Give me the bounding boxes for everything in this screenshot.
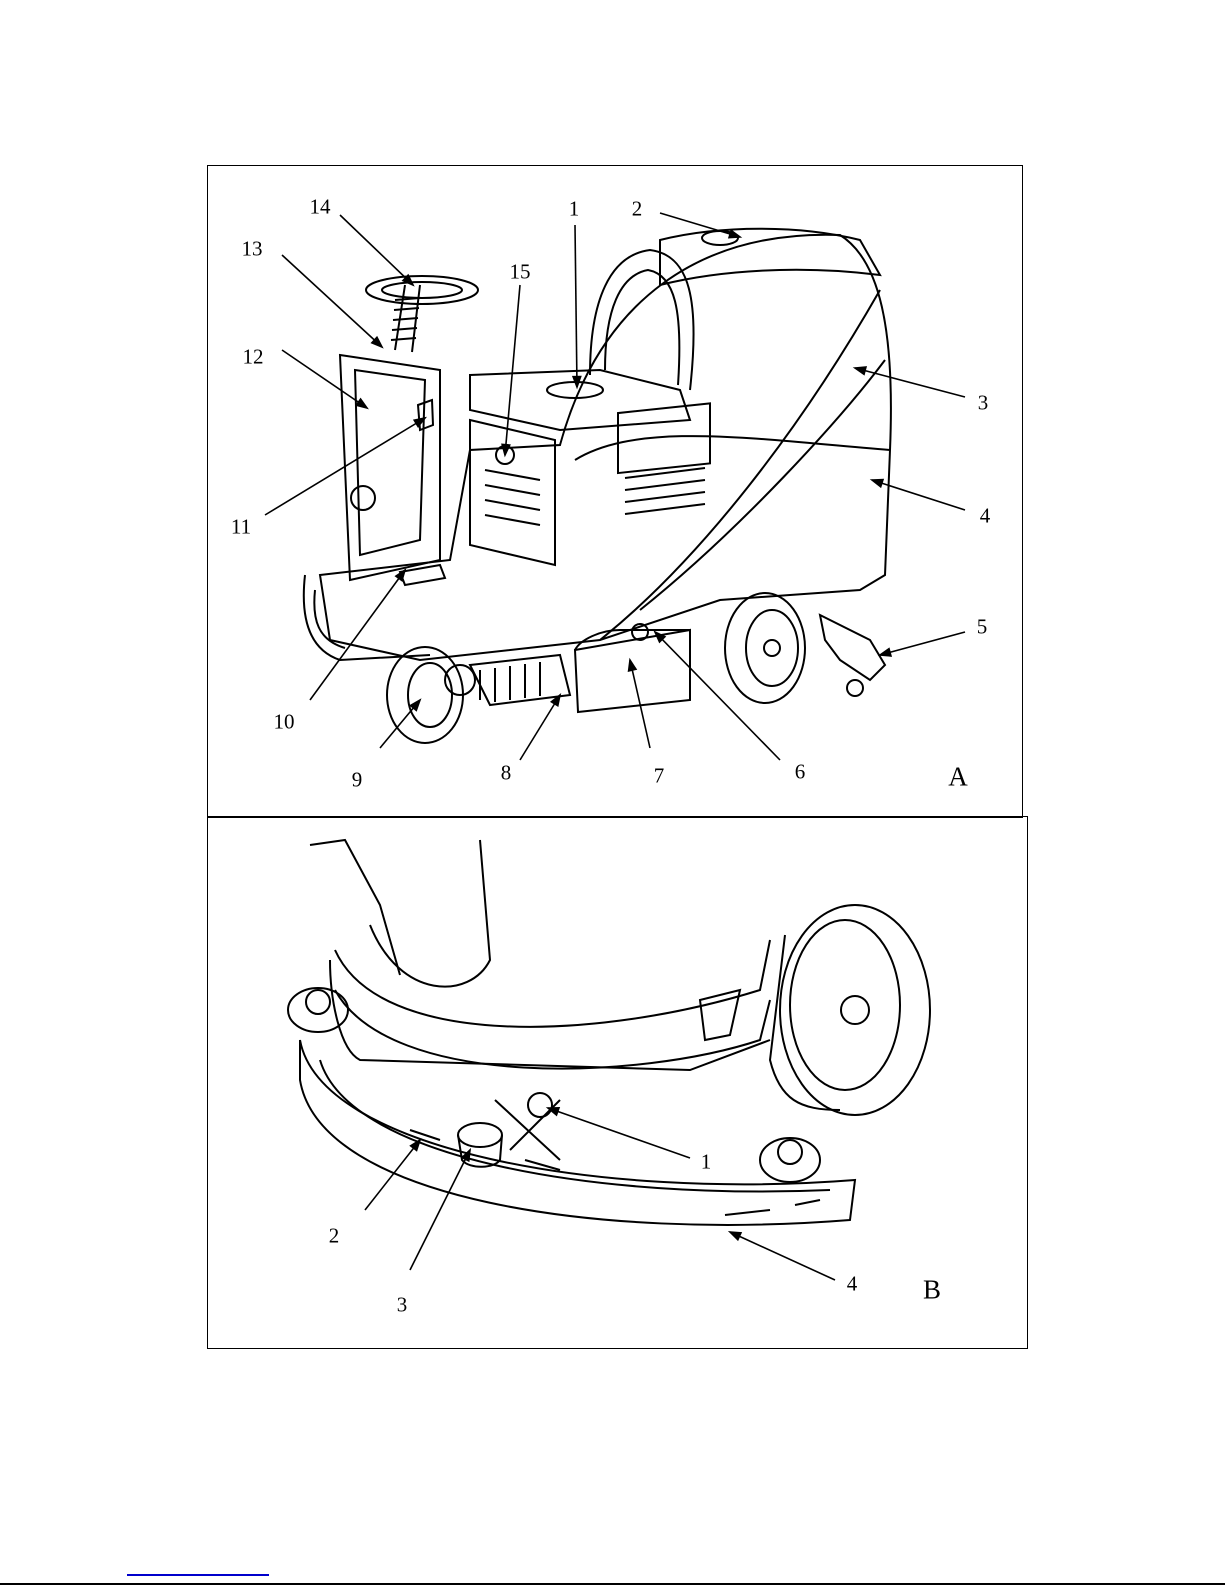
figure-panel-a bbox=[207, 165, 1023, 818]
fig-a-arrowhead-4 bbox=[869, 478, 885, 489]
fig-a-arrowhead-1 bbox=[571, 375, 582, 390]
fig-a-callout-11: 11 bbox=[230, 514, 252, 539]
fig-a-leader-line-5 bbox=[879, 631, 966, 656]
fig-a-leader-line-1 bbox=[574, 224, 578, 388]
fig-a-leader-line-15 bbox=[504, 284, 521, 456]
fig-a-leader-line-10 bbox=[309, 569, 406, 701]
fig-a-leader-line-3 bbox=[854, 367, 966, 398]
fig-b-callout-2: 2 bbox=[328, 1223, 340, 1248]
fig-a-leader-line-2 bbox=[659, 212, 741, 238]
fig-a-arrowhead-12 bbox=[355, 397, 369, 410]
fig-a-leader-line-4 bbox=[871, 479, 966, 511]
fig-a-callout-10: 10 bbox=[273, 709, 295, 734]
fig-a-leader-line-12 bbox=[281, 349, 368, 409]
fig-a-arrowhead-14 bbox=[401, 273, 415, 287]
fig-a-arrowhead-10 bbox=[394, 568, 407, 582]
fig-a-leader-line-13 bbox=[281, 254, 383, 348]
fig-a-leader-line-14 bbox=[339, 214, 414, 286]
squeegee-assembly-drawing-b bbox=[287, 838, 931, 1226]
fig-b-callout-1: 1 bbox=[700, 1149, 712, 1174]
fig-a-arrowhead-7 bbox=[627, 657, 638, 672]
fig-a-arrowhead-5 bbox=[877, 647, 893, 657]
fig-a-arrowhead-13 bbox=[370, 335, 384, 349]
fig-a-arrowhead-15 bbox=[501, 443, 511, 458]
fig-a-callout-3: 3 bbox=[977, 390, 989, 415]
fig-a-callout-15: 15 bbox=[509, 259, 531, 284]
fig-b-leader-line-3 bbox=[409, 1149, 471, 1271]
fig-a-arrowhead-2 bbox=[727, 229, 743, 239]
fig-a-callout-9: 9 bbox=[351, 767, 363, 792]
fig-b-panel-letter: B bbox=[922, 1274, 942, 1305]
callout-leader-lines bbox=[264, 212, 966, 1281]
fig-a-arrowhead-9 bbox=[409, 698, 422, 712]
fig-b-arrowhead-1 bbox=[545, 1107, 561, 1117]
fig-b-callout-3: 3 bbox=[396, 1292, 408, 1317]
fig-b-leader-line-1 bbox=[547, 1107, 691, 1159]
fig-a-leader-line-6 bbox=[654, 631, 781, 761]
fig-a-callout-4: 4 bbox=[979, 503, 991, 528]
fig-b-callout-4: 4 bbox=[846, 1271, 858, 1296]
fig-a-arrowhead-6 bbox=[653, 630, 667, 644]
fig-a-callout-12: 12 bbox=[242, 344, 264, 369]
fig-a-arrowhead-3 bbox=[852, 366, 868, 376]
fig-a-arrowhead-11 bbox=[412, 416, 427, 428]
fig-b-arrowhead-3 bbox=[460, 1147, 472, 1163]
fig-a-leader-line-7 bbox=[629, 659, 651, 749]
fig-a-callout-13: 13 bbox=[241, 236, 263, 261]
fig-b-arrowhead-2 bbox=[409, 1138, 422, 1152]
footer-link-underline[interactable] bbox=[127, 1574, 269, 1576]
fig-a-callout-6: 6 bbox=[794, 759, 806, 784]
fig-a-callout-1: 1 bbox=[568, 196, 580, 221]
footer-rule bbox=[0, 1583, 1225, 1585]
fig-a-leader-line-11 bbox=[264, 417, 426, 516]
fig-a-callout-7: 7 bbox=[653, 763, 665, 788]
figure-panel-b bbox=[207, 816, 1028, 1349]
fig-a-callout-14: 14 bbox=[309, 194, 331, 219]
fig-b-leader-line-2 bbox=[364, 1139, 421, 1211]
fig-a-callout-5: 5 bbox=[976, 614, 988, 639]
scrubber-machine-drawing-a bbox=[302, 227, 892, 744]
fig-a-callout-2: 2 bbox=[631, 196, 643, 221]
fig-a-arrowhead-8 bbox=[549, 693, 562, 708]
fig-a-callout-8: 8 bbox=[500, 760, 512, 785]
fig-a-panel-letter: A bbox=[948, 761, 968, 792]
fig-b-leader-line-4 bbox=[729, 1231, 836, 1281]
fig-a-leader-line-8 bbox=[519, 694, 561, 761]
fig-b-arrowhead-4 bbox=[727, 1231, 743, 1242]
